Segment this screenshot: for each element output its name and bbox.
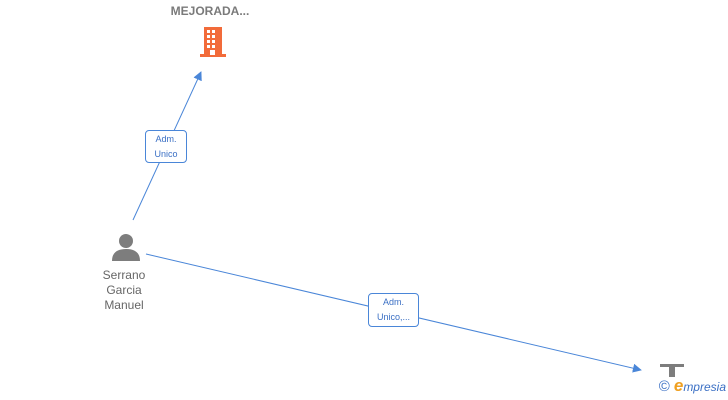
edge-label-line: Adm. <box>155 134 177 144</box>
company-name-label[interactable]: MEJORADA... <box>170 4 250 18</box>
edge-label-line: Unico,... <box>376 312 410 322</box>
empresia-logo: empresia <box>674 376 726 396</box>
person-name-label[interactable]: Serrano Garcia Manuel <box>86 268 162 313</box>
empresia-watermark: © empresia <box>659 376 726 396</box>
person-name-line: Garcia <box>106 283 142 297</box>
edge-label-line: Adm. <box>382 297 404 307</box>
copyright-icon: © <box>658 377 670 395</box>
edge-label-role[interactable]: Adm. Unico <box>145 130 187 163</box>
logo-initial: e <box>673 376 684 395</box>
logo-text: mpresia <box>683 380 726 394</box>
offscreen-company-icon[interactable] <box>660 364 684 377</box>
edge-label-role[interactable]: Adm. Unico,... <box>368 293 419 327</box>
person-name-line: Serrano <box>102 268 146 282</box>
building-icon[interactable] <box>197 26 229 58</box>
person-icon[interactable] <box>112 234 140 261</box>
edge-label-line: Unico <box>154 149 178 159</box>
person-name-line: Manuel <box>104 298 144 312</box>
